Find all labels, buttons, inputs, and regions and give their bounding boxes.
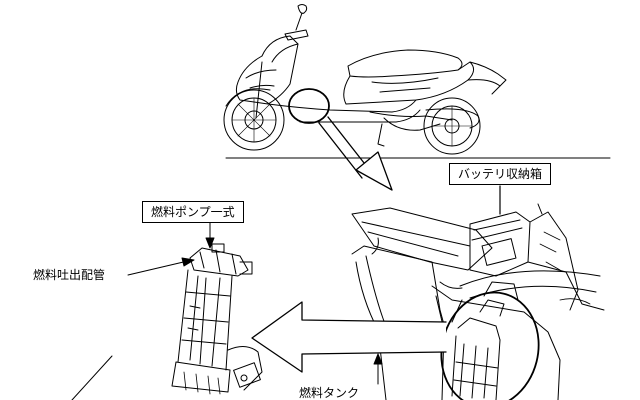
leader-lines: [71, 185, 501, 400]
fuel-outlet-pipe-label: 燃料吐出配管: [33, 268, 106, 282]
highlight-ellipse-scooter: [288, 88, 330, 124]
battery-box-label: バッテリ収納箱: [449, 163, 552, 185]
scooter-illustration: [223, 4, 507, 155]
fuel-pump-assembly-label: 燃料ポンプ一式: [142, 201, 244, 223]
fuel-tank-label: 燃料タンク: [299, 386, 360, 400]
fuel-pump-illustration: [171, 243, 263, 395]
zoom-arrow: [318, 116, 393, 191]
fuel-tank-area-illustration: [351, 185, 605, 400]
transfer-arrow: [251, 301, 447, 373]
highlight-ellipse-tank: [440, 291, 540, 400]
